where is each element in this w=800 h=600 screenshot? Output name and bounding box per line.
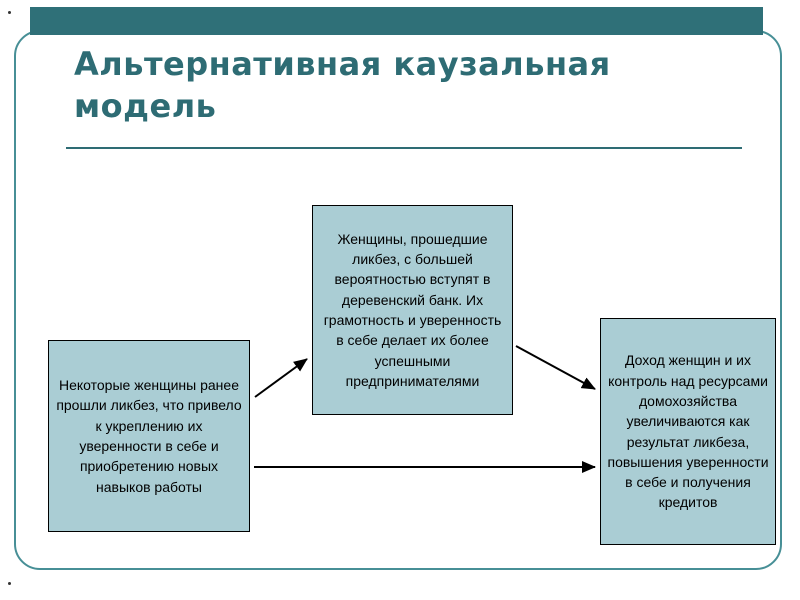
diagram-box-mediator: Женщины, прошедшие ликбез, с большей вер… [312, 205, 513, 415]
title-underline [66, 147, 742, 149]
slide-title: Альтернативная каузальная модель [74, 45, 611, 125]
top-accent-bar [30, 7, 763, 35]
diagram-box-mediator-text: Женщины, прошедшие ликбез, с большей вер… [323, 230, 502, 389]
diagram-box-cause-text: Некоторые женщины ранее прошли ликбез, ч… [56, 377, 242, 495]
diagram-box-outcome: Доход женщин и их контроль над ресурсами… [600, 318, 776, 545]
decorative-dot-top-left [8, 11, 11, 14]
decorative-dot-bottom-left [8, 582, 11, 585]
diagram-box-outcome-text: Доход женщин и их контроль над ресурсами… [607, 352, 769, 511]
diagram-box-cause: Некоторые женщины ранее прошли ликбез, ч… [48, 340, 250, 532]
